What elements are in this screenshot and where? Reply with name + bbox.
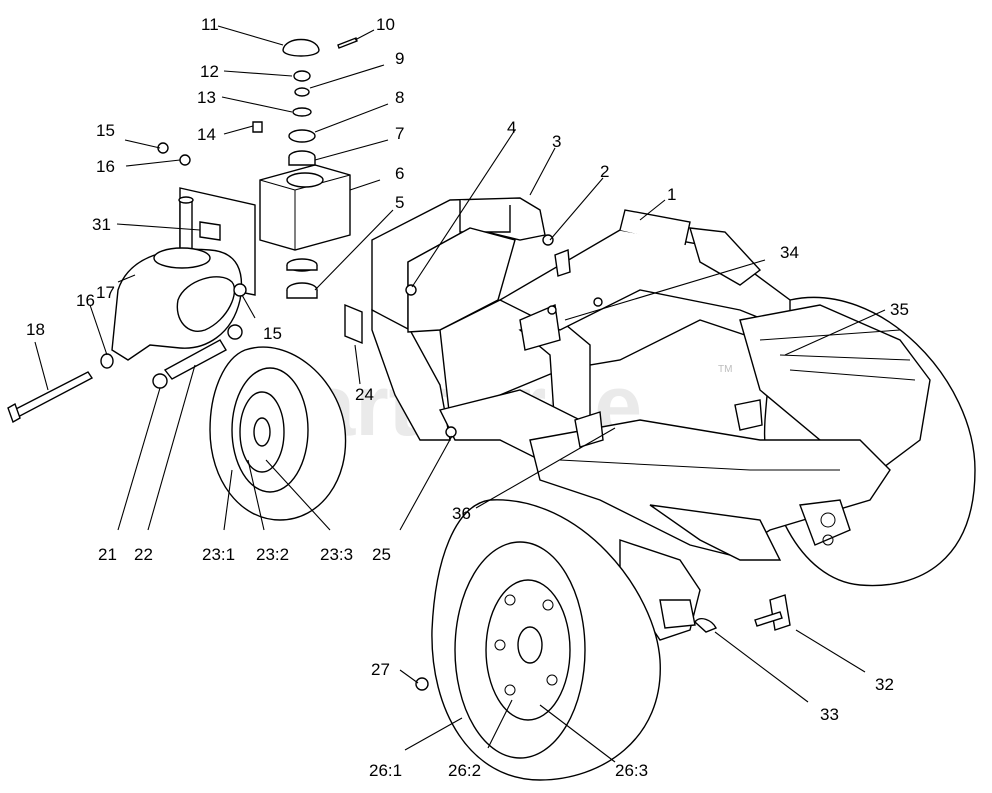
label-8: 8 xyxy=(395,88,404,107)
label-17: 17 xyxy=(96,283,115,302)
label-26-2: 26:2 xyxy=(448,761,481,780)
watermark-tm: TM xyxy=(718,364,732,375)
main-frame xyxy=(371,197,931,641)
rear-left-tire xyxy=(431,499,661,781)
label-15-top: 15 xyxy=(96,121,115,140)
label-23-1: 23:1 xyxy=(202,545,235,564)
callout-labels: 11 10 12 9 13 8 14 7 15 16 6 5 31 16 17 … xyxy=(26,15,909,780)
label-26-3: 26:3 xyxy=(615,761,648,780)
label-32: 32 xyxy=(875,675,894,694)
leader-lines xyxy=(34,25,886,763)
label-22: 22 xyxy=(134,545,153,564)
label-3: 3 xyxy=(552,132,561,151)
label-13: 13 xyxy=(197,88,216,107)
caster-wheel xyxy=(209,346,347,521)
label-4: 4 xyxy=(507,118,516,137)
label-16-left: 16 xyxy=(76,291,95,310)
label-24: 24 xyxy=(355,385,374,404)
label-35: 35 xyxy=(890,300,909,319)
plate-24 xyxy=(344,303,363,345)
label-15-right: 15 xyxy=(263,324,282,343)
label-31: 31 xyxy=(92,215,111,234)
label-7: 7 xyxy=(395,124,404,143)
label-1: 1 xyxy=(667,185,676,204)
label-6: 6 xyxy=(395,164,404,183)
label-33: 33 xyxy=(820,705,839,724)
label-2: 2 xyxy=(600,162,609,181)
label-16-top: 16 xyxy=(96,157,115,176)
caster-assembly xyxy=(7,37,358,424)
label-25: 25 xyxy=(372,545,391,564)
label-18: 18 xyxy=(26,320,45,339)
label-5: 5 xyxy=(395,193,404,212)
label-23-3: 23:3 xyxy=(320,545,353,564)
label-36: 36 xyxy=(452,504,471,523)
label-27: 27 xyxy=(371,660,390,679)
label-11: 11 xyxy=(201,15,219,34)
label-10: 10 xyxy=(376,15,395,34)
label-12: 12 xyxy=(200,62,219,81)
label-14: 14 xyxy=(197,125,216,144)
label-9: 9 xyxy=(395,49,404,68)
label-23-2: 23:2 xyxy=(256,545,289,564)
label-34: 34 xyxy=(780,243,799,262)
label-21: 21 xyxy=(98,545,117,564)
label-26-1: 26:1 xyxy=(369,761,402,780)
hitch-pin-parts xyxy=(415,594,791,691)
